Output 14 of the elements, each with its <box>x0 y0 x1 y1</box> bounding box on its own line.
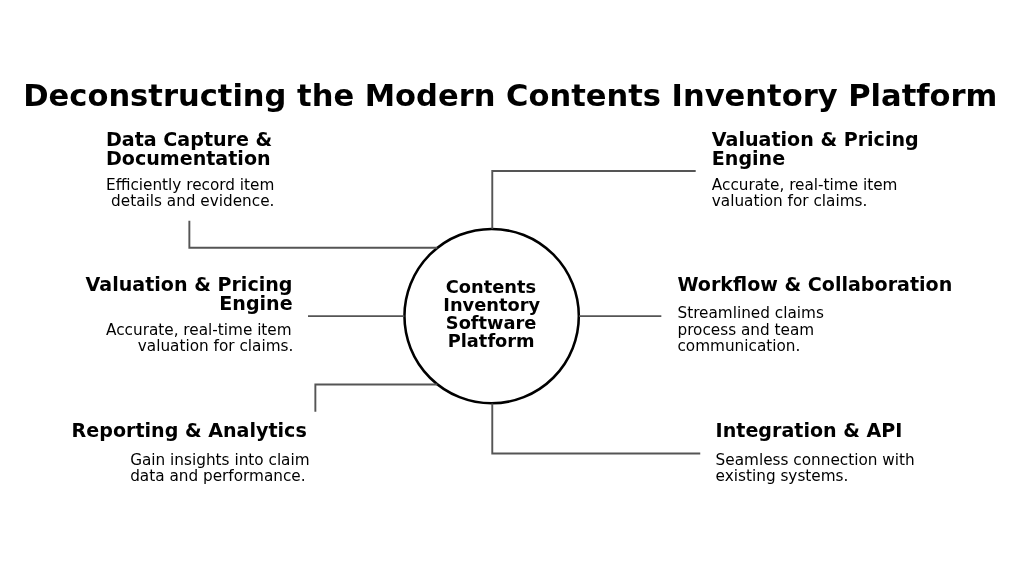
node-text: Reporting & Analytics Gain insights into claim data and performance. <box>71 418 310 485</box>
connector <box>188 219 439 249</box>
connector <box>491 169 697 230</box>
node-text: Data Capture & Documentation Efficiently record item details and evidence. <box>106 127 275 210</box>
connector <box>491 402 702 454</box>
connector <box>314 383 439 413</box>
node-text: Integration & API Seamless connection with existing systems. <box>715 418 915 485</box>
node-text: Valuation & Pricing Engine Accurate, real-time item valuation for claims. <box>85 272 294 355</box>
connector <box>578 314 663 317</box>
connector <box>307 314 406 317</box>
node-text: Valuation & Pricing Engine Accurate, real-time item valuation for claims. <box>711 127 919 210</box>
node-circle: Contents Inventory Software Platform <box>403 227 581 405</box>
node-text: Workflow & Collaboration Streamlined claims process and team communication. <box>677 272 953 355</box>
diagram-title: Deconstructing the Modern Contents Inventory Platform <box>23 77 998 113</box>
